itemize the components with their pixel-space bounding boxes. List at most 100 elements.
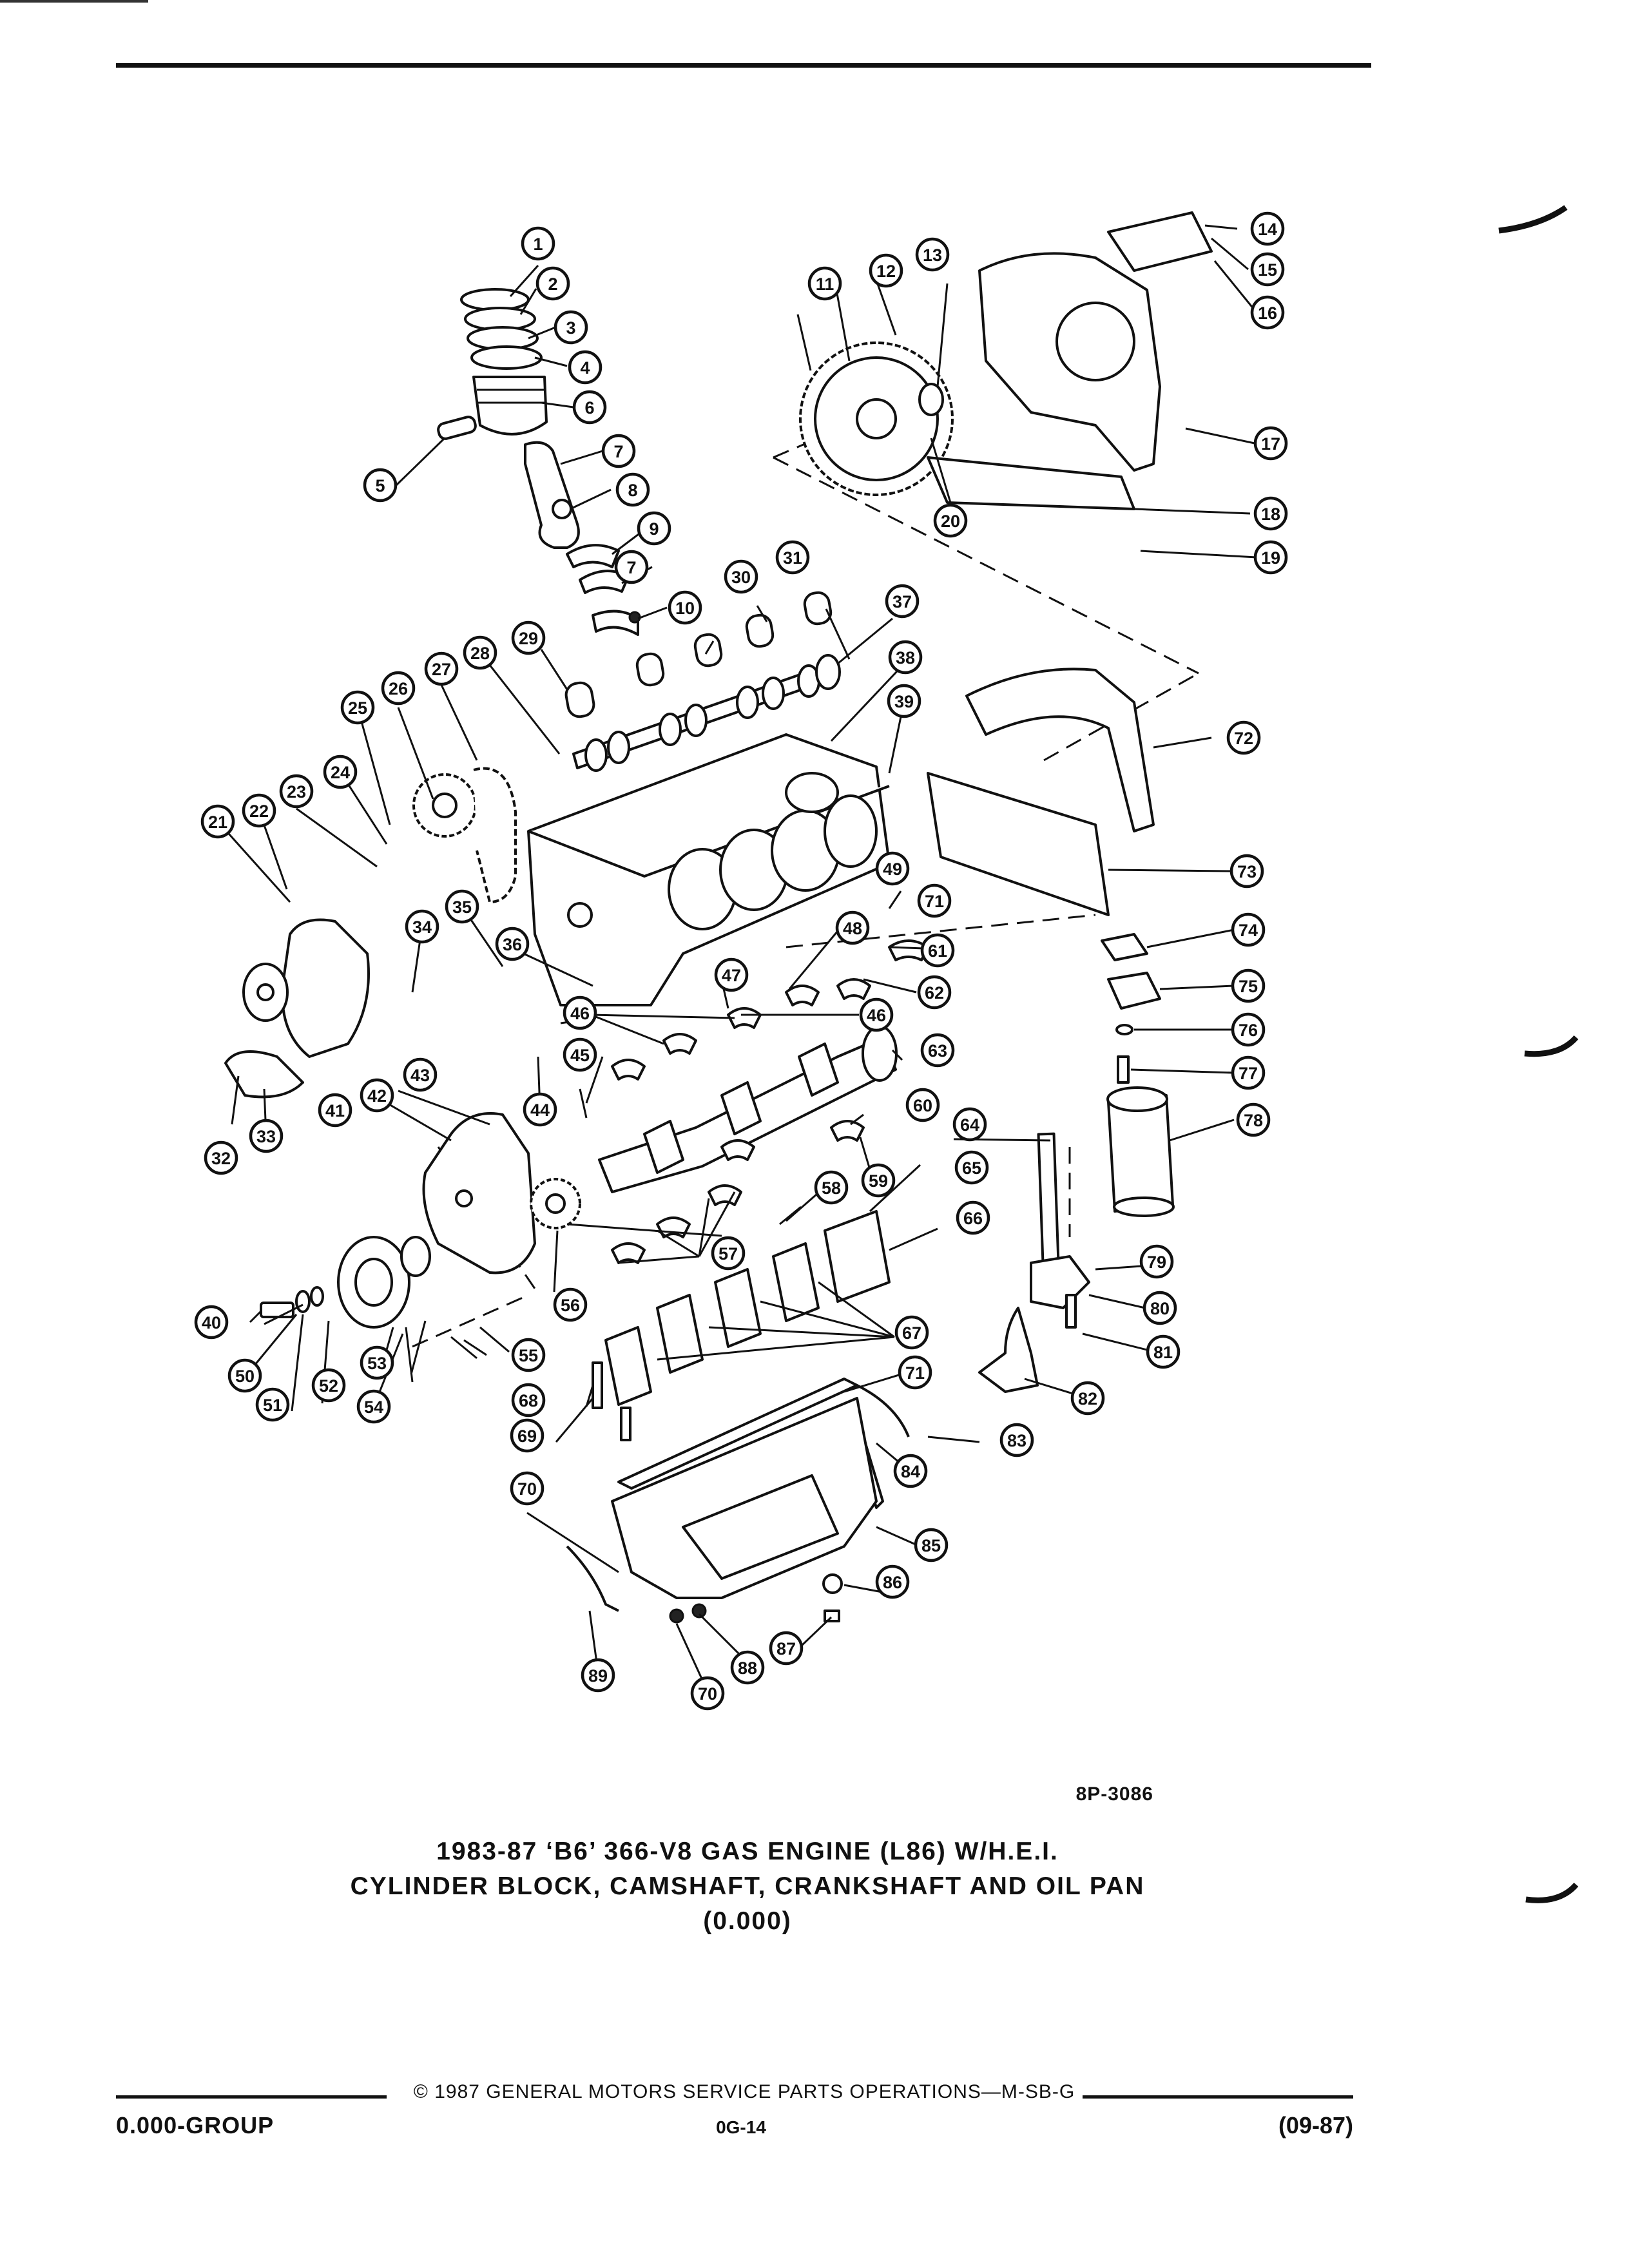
callout-c18: 18 [1253, 496, 1288, 531]
oil-pump-shaft [1037, 1132, 1060, 1265]
callout-number: 16 [1258, 303, 1277, 323]
callout-number: 75 [1239, 977, 1258, 996]
callout-number: 9 [649, 519, 659, 539]
balancer-bolt-and-washers [260, 1286, 324, 1318]
callout-number: 12 [876, 262, 896, 281]
callout-number: 79 [1147, 1253, 1166, 1272]
callout-c70a: 70 [510, 1471, 545, 1506]
callout-c20: 20 [933, 503, 968, 538]
callout-circle [1253, 426, 1288, 461]
callout-number: 66 [963, 1209, 983, 1228]
callout-c46b: 46 [859, 997, 894, 1032]
connecting-rod [524, 441, 580, 549]
callout-c7a: 7 [601, 434, 636, 468]
callout-number: 32 [211, 1149, 231, 1168]
callout-c56: 56 [553, 1287, 588, 1322]
harmonic-balancer [337, 1236, 431, 1329]
callout-c44: 44 [523, 1092, 557, 1127]
callout-circle [914, 1528, 949, 1562]
callout-circle [511, 1338, 546, 1372]
callout-circle [1070, 1381, 1105, 1416]
callout-circle [363, 468, 398, 503]
callout-circle [869, 253, 903, 288]
callout-number: 52 [319, 1376, 338, 1396]
callout-number: 57 [718, 1244, 738, 1264]
callout-circle [523, 1092, 557, 1127]
callout-number: 70 [698, 1684, 717, 1704]
callout-number: 86 [883, 1573, 902, 1592]
callout-c10: 10 [668, 590, 702, 625]
callout-number: 71 [925, 892, 944, 911]
callout-circle [668, 590, 702, 625]
callout-c23: 23 [279, 774, 314, 809]
callout-circle [511, 620, 546, 655]
callout-number: 33 [256, 1127, 276, 1146]
callout-c75: 75 [1231, 968, 1266, 1003]
callout-c68: 68 [511, 1383, 546, 1418]
callout-circle [510, 1418, 545, 1453]
piston-pin [437, 416, 477, 440]
title-line-3: (0.000) [703, 1907, 792, 1935]
callout-number: 22 [249, 802, 269, 821]
callout-number: 47 [722, 966, 741, 985]
callout-c45: 45 [563, 1037, 597, 1072]
callout-circle [893, 1454, 928, 1488]
callout-circle [1231, 912, 1266, 947]
callout-c19: 19 [1253, 540, 1288, 575]
callout-circle [405, 909, 439, 944]
header-rule [116, 63, 1371, 68]
callout-c81: 81 [1146, 1334, 1181, 1369]
callout-c36: 36 [495, 927, 530, 961]
camshaft-sprocket [412, 773, 477, 838]
callout-c39: 39 [887, 684, 921, 718]
callout-number: 71 [905, 1363, 925, 1383]
callout-number: 6 [584, 398, 594, 418]
callout-circle [1250, 295, 1285, 330]
camshaft [572, 654, 841, 772]
callout-circle [563, 995, 597, 1030]
callout-c35: 35 [445, 889, 479, 924]
footer-row: © 1987 GENERAL MOTORS SERVICE PARTS OPER… [116, 2081, 1353, 2107]
callout-circle [227, 1358, 262, 1393]
callout-c3: 3 [554, 310, 588, 345]
figure-reference-code: 8P-3086 [1075, 1783, 1153, 1805]
callout-c72: 72 [1226, 720, 1261, 755]
callout-circle [888, 640, 923, 675]
main-bearings [611, 939, 929, 1264]
callout-circle [249, 1119, 284, 1153]
callout-number: 49 [883, 860, 902, 879]
callout-number: 20 [941, 512, 960, 531]
callout-number: 4 [580, 358, 590, 378]
callout-number: 53 [367, 1354, 387, 1373]
callout-circle [554, 310, 588, 345]
callout-c28: 28 [463, 635, 497, 670]
callout-number: 26 [389, 679, 408, 698]
callout-number: 68 [519, 1391, 538, 1410]
callout-c12: 12 [869, 253, 903, 288]
revision-date: (09-87) [1278, 2112, 1353, 2138]
footer-rule-right [1083, 2095, 1353, 2099]
callout-number: 78 [1244, 1111, 1263, 1130]
rear-main-seal-retainer [927, 772, 1110, 916]
callout-circle [1229, 854, 1264, 889]
flywheel-housing [978, 211, 1213, 472]
callout-circle [917, 975, 952, 1010]
callout-circle [859, 997, 894, 1032]
callout-circle [553, 1287, 588, 1322]
callout-circle [915, 237, 950, 272]
callout-c49: 49 [875, 851, 910, 886]
callout-circle [1142, 1291, 1177, 1325]
callout-c46a: 46 [563, 995, 597, 1030]
callout-number: 74 [1239, 921, 1258, 940]
callout-c87: 87 [769, 1631, 804, 1666]
callout-number: 8 [628, 481, 637, 500]
callout-c14: 14 [1250, 211, 1285, 246]
callout-number: 80 [1150, 1299, 1170, 1318]
callout-number: 41 [325, 1101, 345, 1120]
callout-number: 55 [519, 1346, 538, 1365]
callout-c6: 6 [572, 390, 607, 425]
callout-circle [200, 804, 235, 839]
callout-circle [568, 350, 602, 385]
callout-number: 27 [432, 660, 451, 679]
